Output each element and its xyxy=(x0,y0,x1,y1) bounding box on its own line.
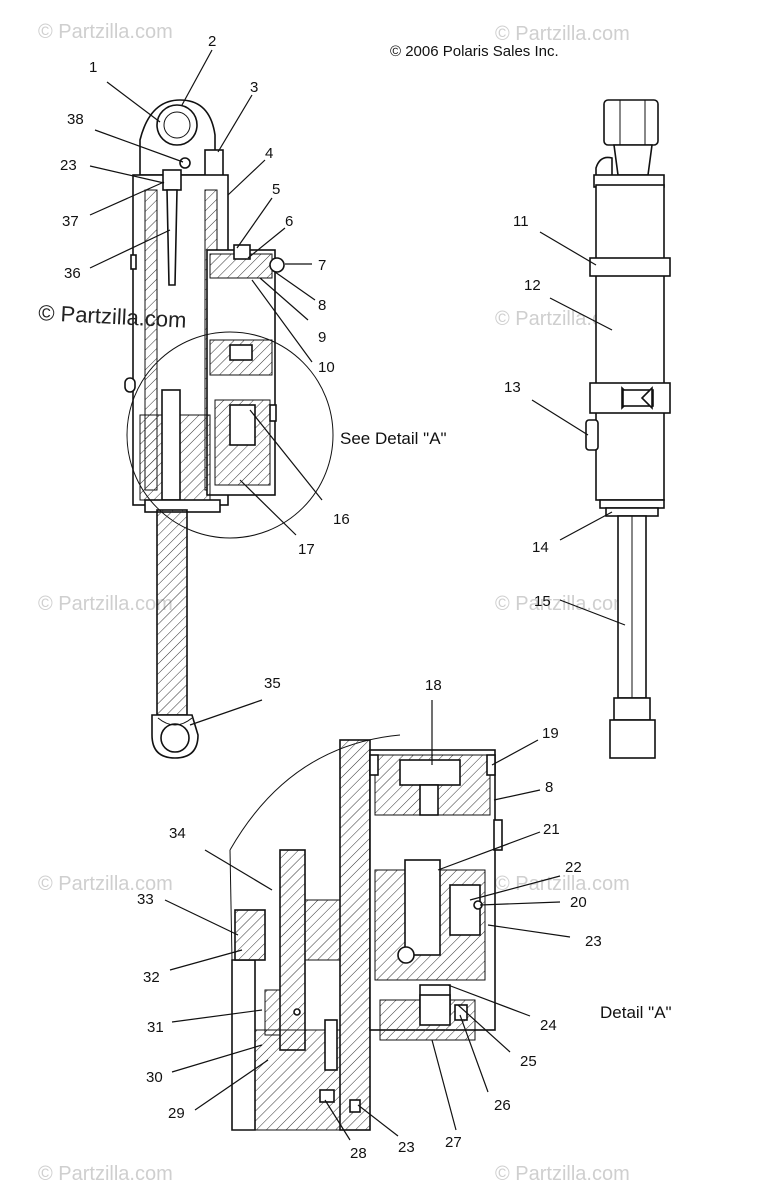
leader-lines xyxy=(89,49,626,1141)
detail-a-arc xyxy=(229,734,401,851)
detail-a-view xyxy=(229,734,503,1131)
callout-numbers: 1 2 3 4 5 6 7 8 9 10 38 23 37 36 16 17 S… xyxy=(60,33,672,1162)
see-detail-label: See Detail "A" xyxy=(340,429,447,448)
cap-37 xyxy=(162,169,182,191)
watermark: © Partzilla.com xyxy=(495,593,630,615)
detail-shaft xyxy=(279,849,306,1051)
callout-19: 19 xyxy=(542,725,559,742)
seal-14 xyxy=(605,507,659,517)
eyelet-bushing xyxy=(156,104,198,146)
callout-11: 11 xyxy=(513,213,529,230)
callout-25: 25 xyxy=(520,1053,537,1070)
callout-23: 23 xyxy=(60,157,77,174)
callout-14: 14 xyxy=(532,539,549,556)
callout-18: 18 xyxy=(425,677,442,694)
needle-36 xyxy=(166,189,178,286)
watermarks: © Partzilla.com © Partzilla.com © Partzi… xyxy=(38,21,630,1185)
callout-27: 27 xyxy=(445,1134,462,1151)
shock-exterior xyxy=(585,99,671,759)
callout-12: 12 xyxy=(524,277,541,294)
callout-23-bottom: 23 xyxy=(398,1139,415,1156)
callout-31: 31 xyxy=(147,1019,164,1036)
callout-2: 2 xyxy=(208,33,216,50)
callout-30: 30 xyxy=(146,1069,163,1086)
callout-3: 3 xyxy=(250,79,258,96)
callout-36: 36 xyxy=(64,265,81,282)
callout-23-detail: 23 xyxy=(585,933,602,950)
callout-10: 10 xyxy=(318,359,335,376)
callout-1: 1 xyxy=(89,59,97,76)
valve-7 xyxy=(269,257,285,273)
callout-20: 20 xyxy=(570,894,587,911)
callout-32: 32 xyxy=(143,969,160,986)
callout-33: 33 xyxy=(137,891,154,908)
watermark: © Partzilla.com xyxy=(38,593,173,615)
detail-label: Detail "A" xyxy=(600,1003,672,1022)
bottom-mount xyxy=(609,719,656,759)
copyright-text: © 2006 Polaris Sales Inc. xyxy=(390,43,559,60)
callout-26: 26 xyxy=(494,1097,511,1114)
callout-5: 5 xyxy=(272,181,280,198)
top-mount xyxy=(603,99,659,146)
watermark: © Partzilla.com xyxy=(495,23,630,45)
callout-4: 4 xyxy=(265,145,273,162)
piston-shaft-top xyxy=(161,389,181,501)
callout-8-detail: 8 xyxy=(545,779,553,796)
callout-17: 17 xyxy=(298,541,315,558)
watermark: © Partzilla.com xyxy=(495,873,630,895)
callout-35: 35 xyxy=(264,675,281,692)
callout-16: 16 xyxy=(333,511,350,528)
detail-a-circle xyxy=(126,331,334,539)
watermark: © Partzilla.com xyxy=(38,21,173,43)
outer-body xyxy=(595,184,665,501)
callout-24: 24 xyxy=(540,1017,557,1034)
shock-cross-section xyxy=(124,99,334,759)
callout-9: 9 xyxy=(318,329,326,346)
callout-38: 38 xyxy=(67,111,84,128)
watermark: © Partzilla.com xyxy=(38,873,173,895)
band-11 xyxy=(589,257,671,277)
callout-22: 22 xyxy=(565,859,582,876)
callout-6: 6 xyxy=(285,213,293,230)
callout-21: 21 xyxy=(543,821,560,838)
valve-21 xyxy=(404,859,441,956)
callout-37: 37 xyxy=(62,213,79,230)
shaft xyxy=(156,509,188,716)
callout-13: 13 xyxy=(504,379,521,396)
callout-7: 7 xyxy=(318,257,326,274)
watermark: © Partzilla.com xyxy=(38,1163,173,1185)
watermark: © Partzilla.com xyxy=(495,1163,630,1185)
callout-29: 29 xyxy=(168,1105,185,1122)
callout-8: 8 xyxy=(318,297,326,314)
callout-15: 15 xyxy=(534,593,551,610)
callout-28: 28 xyxy=(350,1145,367,1162)
fitting-38 xyxy=(179,157,191,169)
piston-18 xyxy=(399,759,461,786)
callout-34: 34 xyxy=(169,825,186,842)
